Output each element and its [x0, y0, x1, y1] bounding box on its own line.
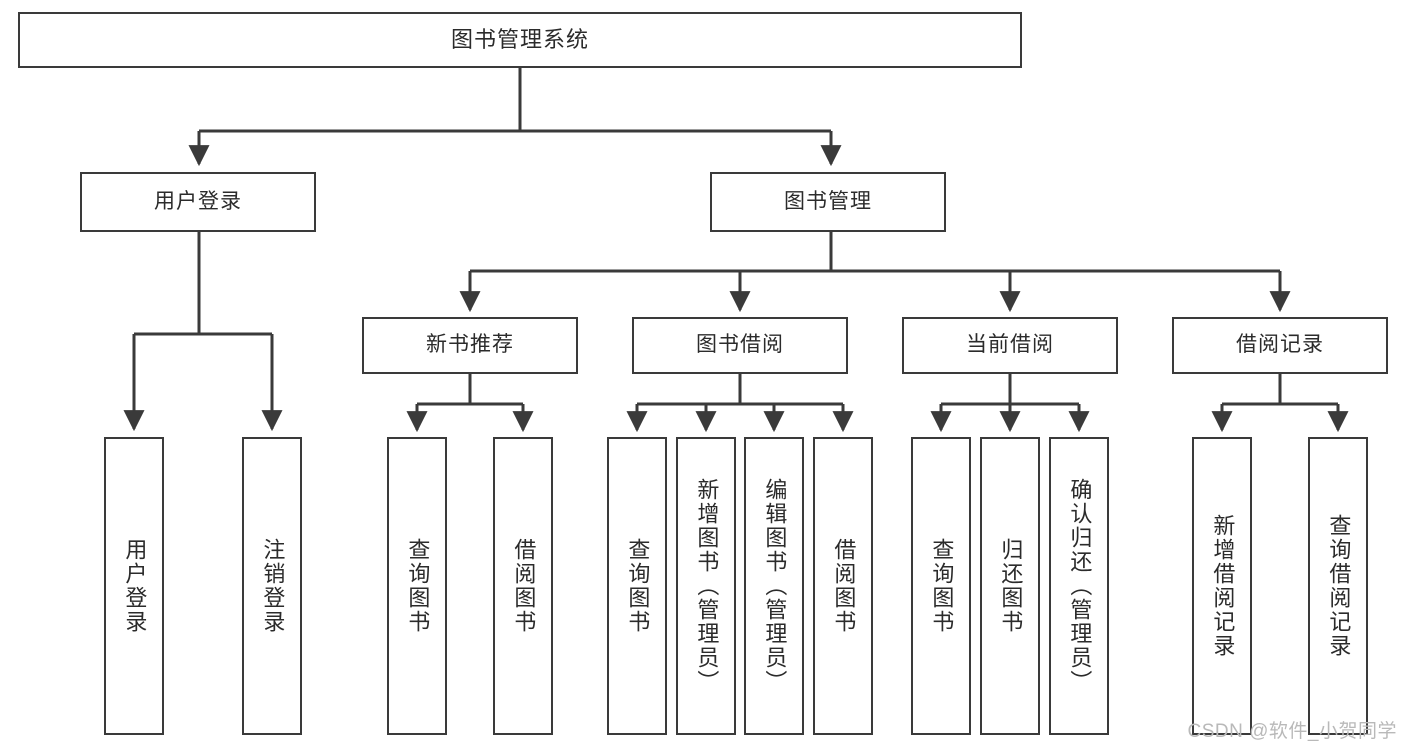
- csdn-watermark: CSDN @软件_小贺同学: [1187, 721, 1397, 742]
- leaf-new-book-query-books[interactable]: 查询图书: [387, 437, 447, 735]
- node-label: 注销登录: [260, 538, 286, 634]
- leaf-current-query-books[interactable]: 查询图书: [911, 437, 971, 735]
- node-label: 查询图书: [625, 538, 651, 634]
- node-label: 查询图书: [929, 538, 955, 634]
- node-label: 借阅图书: [511, 538, 537, 634]
- node-book-management[interactable]: 图书管理: [710, 172, 946, 232]
- node-label: 确认归还（管理员）: [1067, 478, 1093, 694]
- node-new-book-recommend[interactable]: 新书推荐: [362, 317, 578, 374]
- node-label: 新增图书（管理员）: [694, 478, 720, 694]
- node-label: 用户登录: [122, 538, 148, 634]
- node-borrow-record[interactable]: 借阅记录: [1172, 317, 1388, 374]
- node-label: 用户登录: [154, 189, 242, 213]
- node-book-borrow[interactable]: 图书借阅: [632, 317, 848, 374]
- leaf-record-add-borrow-record[interactable]: 新增借阅记录: [1192, 437, 1252, 735]
- node-label: 查询图书: [405, 538, 431, 634]
- leaf-borrow-add-book-admin[interactable]: 新增图书（管理员）: [676, 437, 736, 735]
- node-label: 编辑图书（管理员）: [762, 478, 788, 694]
- leaf-current-return-books[interactable]: 归还图书: [980, 437, 1040, 735]
- leaf-new-book-borrow-books[interactable]: 借阅图书: [493, 437, 553, 735]
- node-current-borrow[interactable]: 当前借阅: [902, 317, 1118, 374]
- leaf-borrow-edit-book-admin[interactable]: 编辑图书（管理员）: [744, 437, 804, 735]
- leaf-borrow-borrow-books[interactable]: 借阅图书: [813, 437, 873, 735]
- node-root-book-management-system[interactable]: 图书管理系统: [18, 12, 1022, 68]
- node-label: 新增借阅记录: [1210, 514, 1236, 658]
- node-label: 借阅图书: [831, 538, 857, 634]
- node-label: 查询借阅记录: [1326, 514, 1352, 658]
- leaf-borrow-query-books[interactable]: 查询图书: [607, 437, 667, 735]
- node-label: 图书管理系统: [450, 27, 589, 53]
- leaf-user-login-sign-out[interactable]: 注销登录: [242, 437, 302, 735]
- node-label: 借阅记录: [1236, 333, 1324, 357]
- node-label: 归还图书: [998, 538, 1024, 634]
- leaf-record-query-borrow-record[interactable]: 查询借阅记录: [1308, 437, 1368, 735]
- leaf-user-login-sign-in[interactable]: 用户登录: [104, 437, 164, 735]
- leaf-current-confirm-return-admin[interactable]: 确认归还（管理员）: [1049, 437, 1109, 735]
- node-user-login[interactable]: 用户登录: [80, 172, 316, 232]
- node-label: 图书管理: [784, 189, 872, 213]
- node-label: 当前借阅: [966, 333, 1054, 357]
- node-label: 图书借阅: [696, 333, 784, 357]
- node-label: 新书推荐: [426, 333, 514, 357]
